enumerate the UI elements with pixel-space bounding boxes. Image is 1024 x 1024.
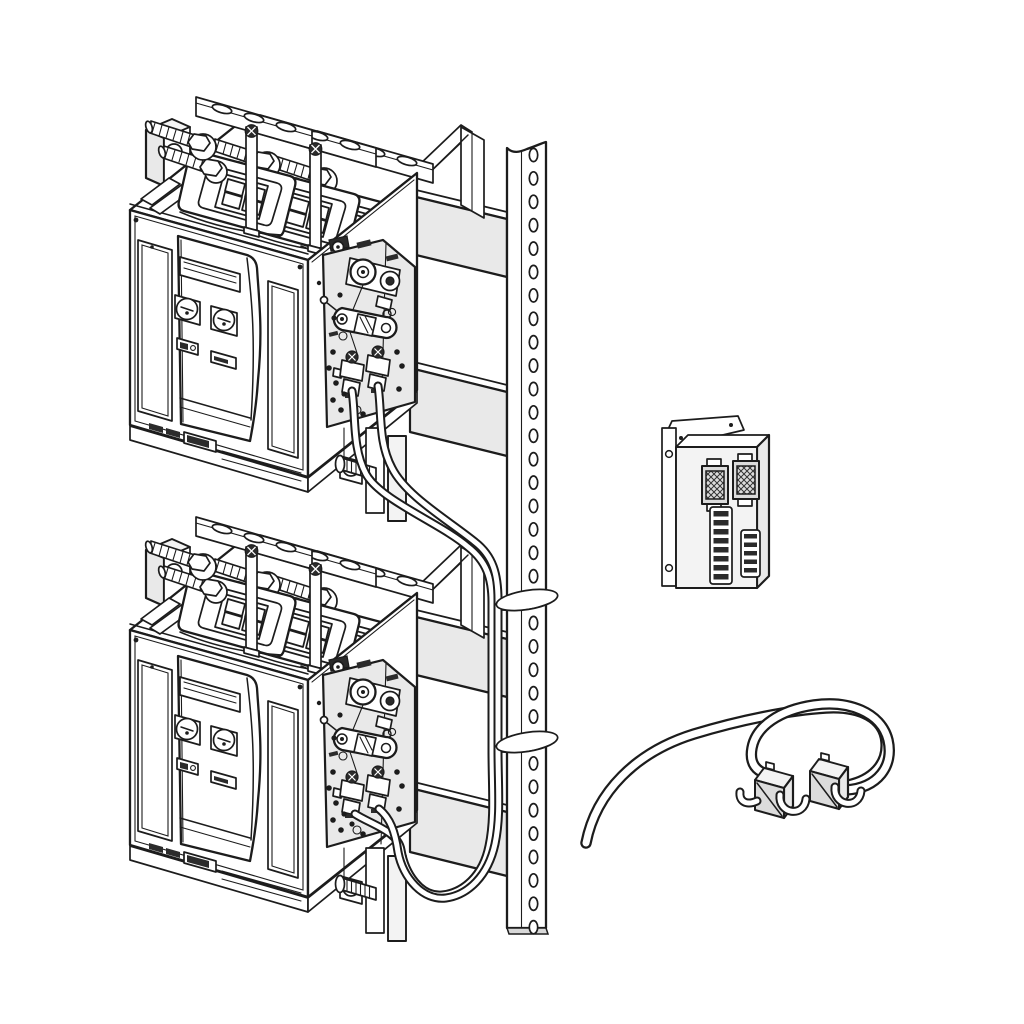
interlock-control-module (661, 415, 771, 590)
module-side-flange (661, 427, 677, 587)
module-connector (732, 453, 760, 507)
module-connector (701, 458, 729, 512)
cable-ties (495, 588, 559, 754)
cable-tie (495, 588, 559, 612)
interlock-cables (347, 381, 504, 903)
terminal-slots (744, 534, 757, 573)
flange-hole (664, 449, 674, 459)
terminal-strip (709, 506, 733, 585)
flange-hole (664, 563, 674, 573)
cord-plug (754, 761, 795, 820)
terminal-slots (713, 511, 729, 580)
cable-tie (495, 730, 559, 754)
connection-cord (580, 698, 895, 849)
upper-circuit-breaker (130, 97, 484, 521)
perforated-upright-rail (505, 140, 550, 935)
lower-circuit-breaker (130, 517, 484, 941)
